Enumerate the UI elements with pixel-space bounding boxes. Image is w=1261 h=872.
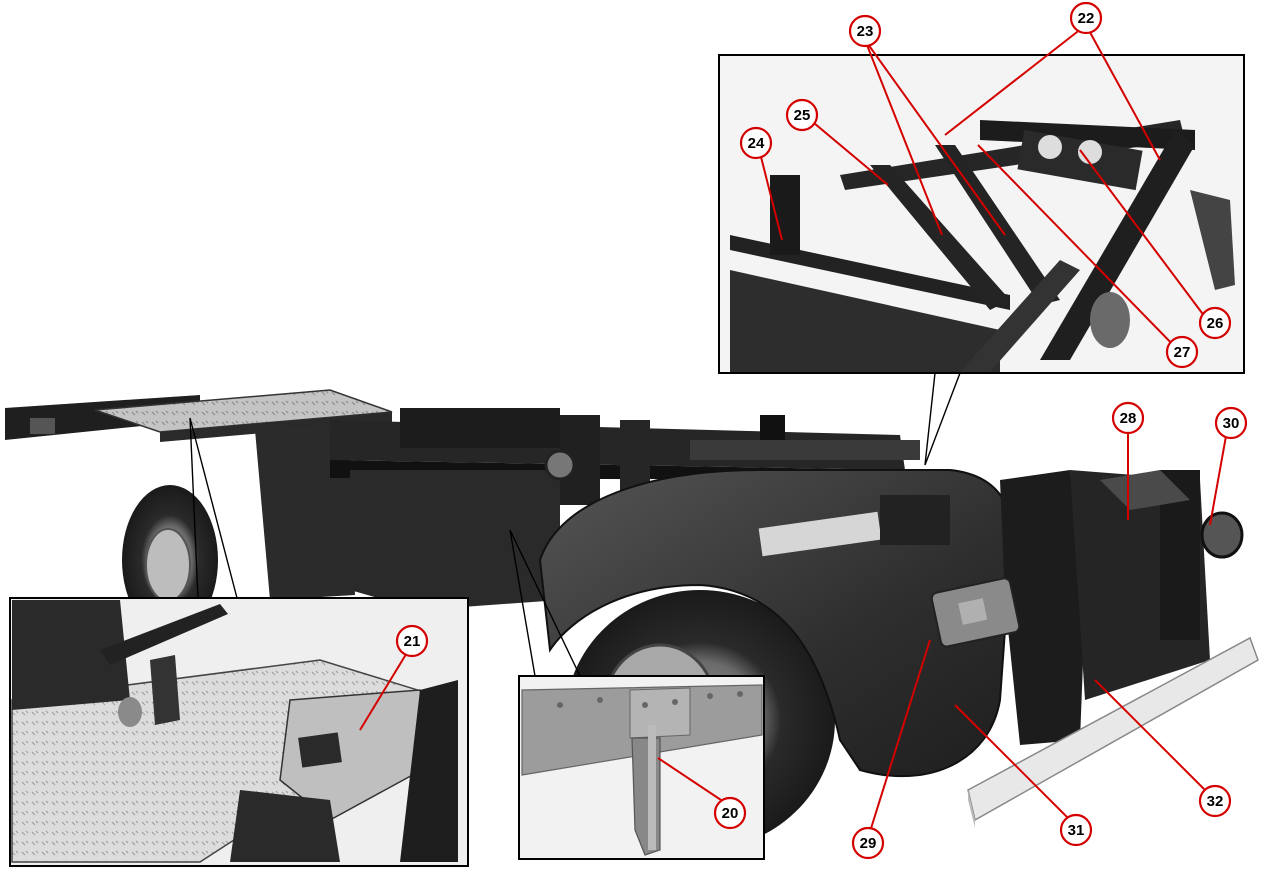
callouts: 20 21 22 23 24 25 26 27 28 29 30 31 32: [395, 1, 1248, 860]
rear-beam: [967, 636, 1259, 822]
control-box: [930, 577, 1021, 648]
svg-text:29: 29: [860, 835, 877, 852]
callout-28: 28: [1111, 401, 1145, 435]
rear-fender: [538, 469, 1014, 778]
svg-text:28: 28: [1120, 410, 1137, 427]
svg-text:20: 20: [722, 805, 739, 822]
inset-beam-bracket: [518, 675, 765, 860]
svg-text:22: 22: [1078, 10, 1095, 27]
svg-text:26: 26: [1207, 315, 1224, 332]
main-chassis: [5, 389, 1259, 850]
svg-text:23: 23: [857, 23, 874, 40]
svg-text:32: 32: [1207, 793, 1224, 810]
svg-text:24: 24: [748, 135, 765, 152]
svg-text:21: 21: [404, 633, 421, 650]
callout-32: 32: [1198, 784, 1232, 818]
callout-23: 23: [848, 14, 882, 48]
inset-pointer-top: [924, 372, 961, 466]
callout-21: 21: [395, 624, 429, 658]
callout-27: 27: [1165, 335, 1199, 369]
svg-text:27: 27: [1174, 344, 1191, 361]
callout-22: 22: [1069, 1, 1103, 35]
inset-pointer-left: [189, 417, 238, 599]
inset-tread-plate: [9, 597, 469, 867]
callout-31: 31: [1059, 813, 1093, 847]
callout-25: 25: [785, 98, 819, 132]
svg-text:31: 31: [1068, 822, 1085, 839]
inset-pointer-center: [509, 529, 581, 677]
rear-lift-frame: [1000, 470, 1085, 745]
leader-lines: [359, 24, 1229, 839]
callout-30: 30: [1214, 406, 1248, 440]
svg-text:30: 30: [1223, 415, 1240, 432]
callout-24: 24: [739, 126, 773, 160]
svg-text:25: 25: [794, 107, 811, 124]
callout-20: 20: [713, 796, 747, 830]
callout-26: 26: [1198, 306, 1232, 340]
callout-29: 29: [851, 826, 885, 860]
